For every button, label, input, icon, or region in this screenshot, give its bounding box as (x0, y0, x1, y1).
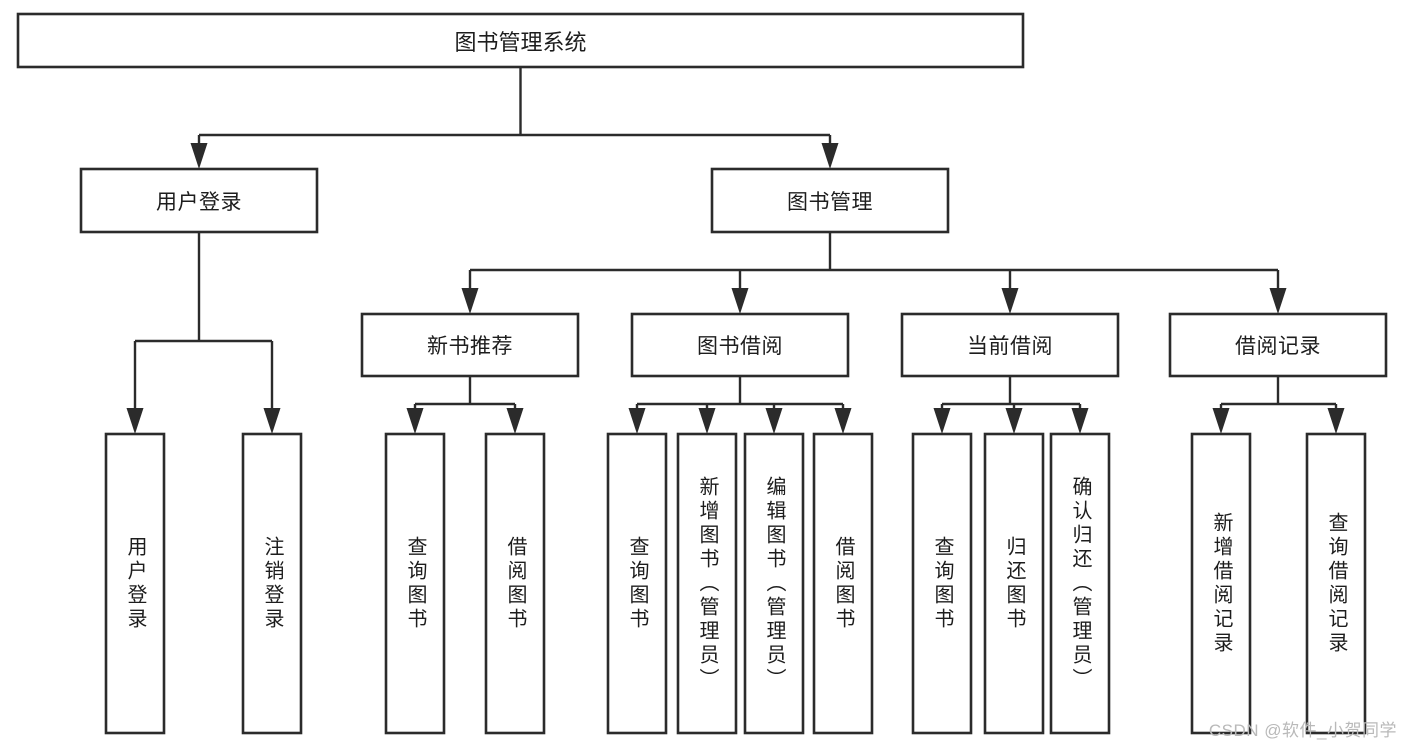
arrowhead-icon (126, 408, 144, 434)
node-box-book-management[interactable] (710, 167, 950, 234)
node-box-root[interactable] (16, 12, 1025, 69)
node-box-leaf-query-record[interactable] (1305, 432, 1367, 735)
arrowhead-icon (933, 408, 951, 434)
arrowhead-icon (1212, 408, 1230, 434)
watermark-text: CSDN @软件_小贺同学 (1208, 721, 1397, 740)
node-box-book-borrow[interactable] (630, 312, 850, 378)
arrowhead-icon (190, 143, 208, 169)
arrowhead-icon (506, 408, 524, 434)
node-box-leaf-edit-book[interactable] (743, 432, 805, 735)
node-box-new-book-recommend[interactable] (360, 312, 580, 378)
node-box-borrow-record[interactable] (1168, 312, 1388, 378)
arrowhead-icon (1327, 408, 1345, 434)
node-box-leaf-user-login[interactable] (104, 432, 166, 735)
node-boxes (16, 12, 1388, 735)
arrowhead-icon (731, 288, 749, 314)
tree-edges (133, 67, 1338, 408)
arrowhead-icon (1071, 408, 1089, 434)
arrowhead-icon (1269, 288, 1287, 314)
arrowhead-icon (406, 408, 424, 434)
node-box-leaf-query-book-2[interactable] (606, 432, 668, 735)
arrowhead-icon (765, 408, 783, 434)
node-box-leaf-borrow-book-1[interactable] (484, 432, 546, 735)
node-box-leaf-add-book[interactable] (676, 432, 738, 735)
arrowhead-icon (698, 408, 716, 434)
arrowhead-icon (1001, 288, 1019, 314)
node-box-leaf-return-book[interactable] (983, 432, 1045, 735)
node-box-user-login[interactable] (79, 167, 319, 234)
node-box-current-borrow[interactable] (900, 312, 1120, 378)
node-box-leaf-confirm-return[interactable] (1049, 432, 1111, 735)
arrowhead-icon (821, 143, 839, 169)
arrowhead-icon (628, 408, 646, 434)
node-box-leaf-logout-login[interactable] (241, 432, 303, 735)
node-box-leaf-query-book-1[interactable] (384, 432, 446, 735)
node-box-leaf-add-record[interactable] (1190, 432, 1252, 735)
arrowhead-icon (1005, 408, 1023, 434)
arrowhead-icon (263, 408, 281, 434)
arrowhead-icon (461, 288, 479, 314)
arrowhead-icon (834, 408, 852, 434)
tree-arrowheads (126, 143, 1345, 434)
node-box-leaf-borrow-book-2[interactable] (812, 432, 874, 735)
node-box-leaf-query-book-3[interactable] (911, 432, 973, 735)
